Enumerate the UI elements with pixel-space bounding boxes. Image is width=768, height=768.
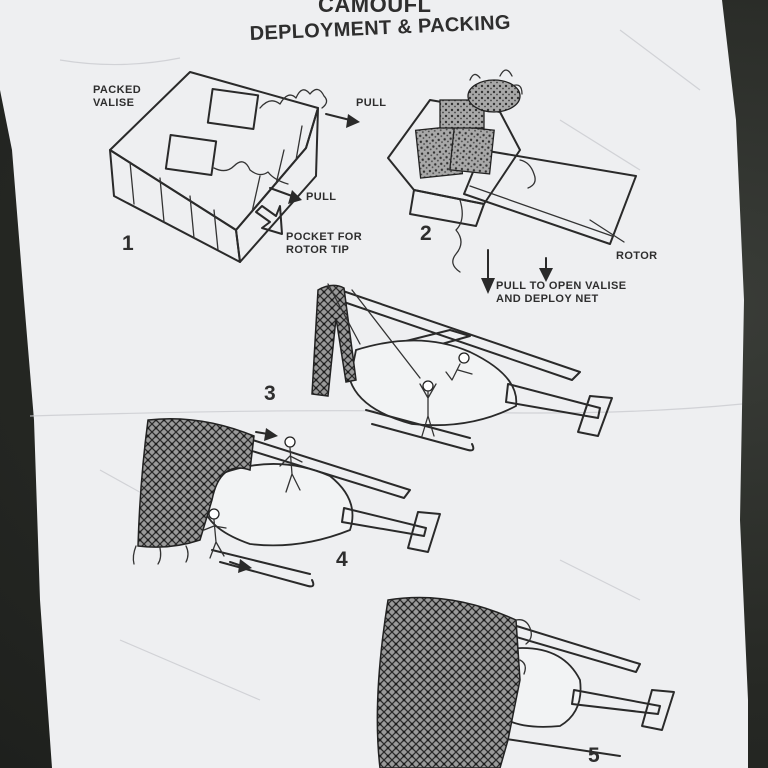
- pull-label-1: PULL: [356, 97, 386, 109]
- step-number-2: 2: [420, 222, 432, 245]
- step-5-illustration: [376, 596, 675, 768]
- step-4-illustration: [132, 417, 441, 588]
- step-1-illustration: [109, 71, 360, 263]
- pull-label-2: PULL: [306, 191, 336, 203]
- pocket-label-line1: POCKET FOR: [286, 231, 362, 243]
- packed-valise-label-line2: VALISE: [93, 97, 134, 109]
- step-number-3: 3: [264, 382, 276, 405]
- step-3-illustration: [311, 283, 613, 452]
- step-number-1: 1: [122, 232, 134, 255]
- step-number-4: 4: [336, 548, 348, 571]
- step-2-illustration: [387, 69, 637, 294]
- rotor-label: ROTOR: [616, 250, 658, 262]
- pocket-label-line2: ROTOR TIP: [286, 244, 349, 256]
- pull-open-label-line2: AND DEPLOY NET: [496, 293, 599, 305]
- title-partial: CAMOUFL: [318, 0, 431, 17]
- pull-open-label-line1: PULL TO OPEN VALISE: [496, 280, 626, 292]
- step-number-5: 5: [588, 744, 600, 767]
- packed-valise-label-line1: PACKED: [93, 84, 141, 96]
